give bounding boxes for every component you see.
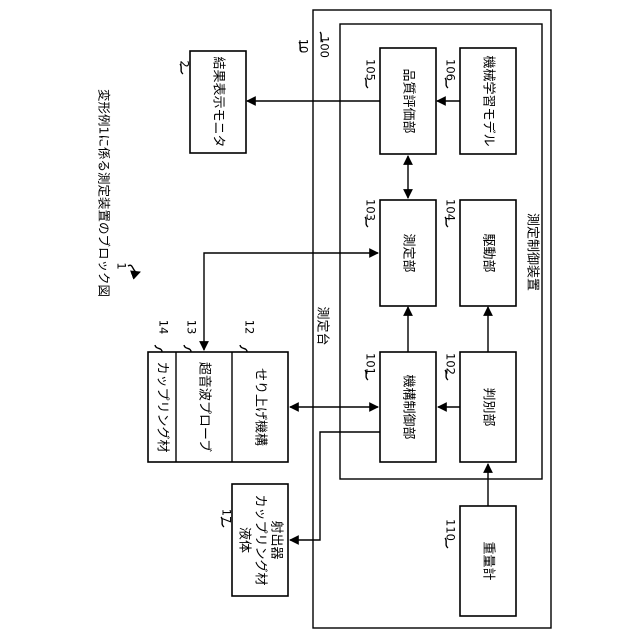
quality-evaluation-box: 品質評価部 [380,48,436,154]
controller-ref: 100 [318,32,332,58]
weight-scale-ref: 110 [444,519,458,548]
svg-text:17: 17 [220,509,234,524]
device-ref: 1 [115,262,141,272]
arrow-measurement-probe [204,253,378,350]
weight-scale-label: 重量計 [481,541,497,580]
svg-text:101: 101 [364,353,378,375]
svg-text:1: 1 [115,262,129,269]
result-monitor-box: 結果表示モニタ [190,51,246,153]
quality-evaluation-label: 品質評価部 [401,68,416,133]
svg-text:103: 103 [364,199,378,221]
coupling-label: カップリング材 [155,361,170,452]
probe-label: 超音波プローブ [197,362,213,452]
coupling-ref: 14 [155,320,171,352]
mechanism-control-label: 機構制御部 [401,374,416,439]
injector-label-3: 射出器 [269,520,285,559]
injector-box: 液体 カップリング材 射出器 [232,484,288,596]
result-monitor-label: 結果表示モニタ [211,56,226,147]
injector-label-2: カップリング材 [253,494,268,585]
svg-text:14: 14 [157,320,171,335]
probe-ref: 13 [184,320,199,352]
injector-label-1: 液体 [237,527,252,553]
probe-unit: カップリング材 超音波プローブ せり上げ機構 [148,352,288,462]
arrow-mechctrl-to-injector [290,432,380,540]
measurement-label: 測定部 [401,233,416,272]
svg-text:104: 104 [444,199,458,221]
svg-text:10: 10 [297,39,311,54]
stand-label: 測定台 [315,306,330,345]
figure-title: 変形例1に係る測定装置のブロック図 [97,89,112,297]
controller-label: 測定制御装置 [525,213,540,291]
ml-model-label: 機械学習モデル [481,55,497,146]
ml-model-ref: 106 [444,59,458,88]
drive-box: 駆動部 [460,200,516,306]
mechanism-control-ref: 101 [364,353,378,380]
svg-text:2: 2 [178,60,192,67]
svg-text:100: 100 [318,36,332,58]
svg-text:110: 110 [444,519,458,541]
weight-scale-box: 重量計 [460,506,516,616]
stand-ref: 10 [297,39,311,54]
ml-model-box: 機械学習モデル [460,48,516,154]
svg-text:102: 102 [444,353,458,375]
svg-text:105: 105 [364,59,378,81]
measurement-ref: 103 [364,199,378,227]
svg-text:13: 13 [185,320,199,335]
measurement-box: 測定部 [380,200,436,306]
judgment-ref: 102 [444,353,458,380]
svg-text:12: 12 [243,320,257,335]
svg-text:106: 106 [444,59,458,81]
judgment-box: 判別部 [460,352,516,462]
drive-label: 駆動部 [481,233,496,272]
drive-ref: 104 [444,199,458,227]
quality-evaluation-ref: 105 [364,59,378,88]
lift-ref: 12 [240,320,257,352]
mechanism-control-box: 機構制御部 [380,352,436,462]
judgment-label: 判別部 [481,387,496,426]
lift-label: せり上げ機構 [253,368,268,446]
